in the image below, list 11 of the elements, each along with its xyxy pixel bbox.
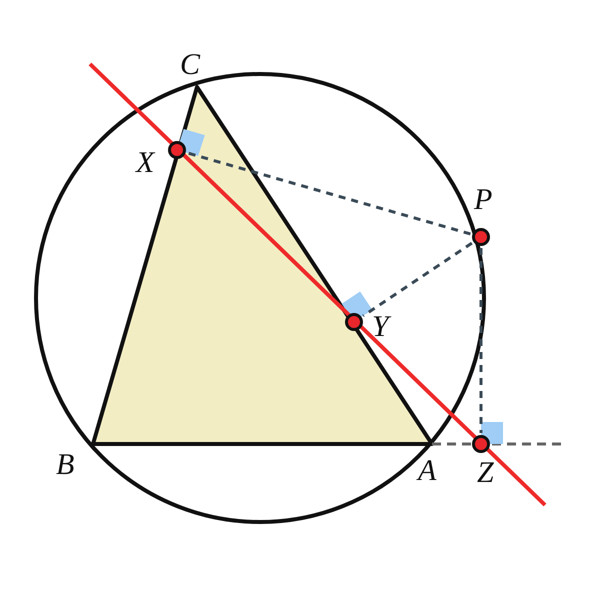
point-label: X — [136, 148, 154, 178]
vertex-label: A — [418, 456, 436, 486]
point-label: Y — [372, 312, 389, 342]
point-label: P — [474, 185, 492, 215]
dashed-line — [480, 248, 482, 433]
point-label: Z — [477, 458, 494, 488]
dashed-line — [187, 152, 471, 236]
vertex-label: B — [56, 450, 74, 480]
vertex-label: C — [180, 50, 200, 80]
point-marker — [472, 228, 490, 246]
dashed-line — [362, 242, 473, 318]
